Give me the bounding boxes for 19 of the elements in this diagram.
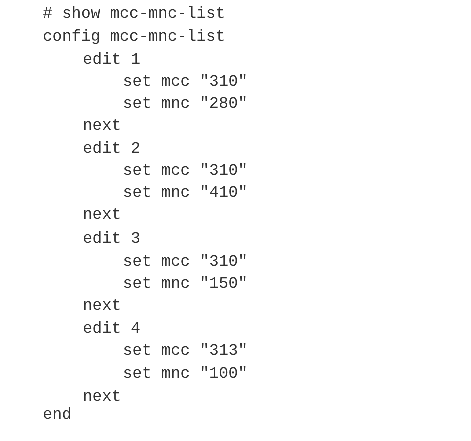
- code-line: # show mcc-mnc-list: [43, 5, 226, 23]
- code-line: edit 2: [83, 140, 141, 158]
- code-line: edit 1: [83, 51, 141, 69]
- code-line: set mcc "310": [123, 162, 248, 180]
- code-line: set mnc "100": [123, 365, 248, 383]
- code-line: edit 4: [83, 320, 141, 338]
- code-line: next: [83, 297, 122, 315]
- code-line: set mcc "310": [123, 73, 248, 91]
- code-line: config mcc-mnc-list: [43, 28, 226, 46]
- code-line: set mnc "410": [123, 184, 248, 202]
- code-line: set mnc "280": [123, 95, 248, 113]
- code-line: next: [83, 117, 122, 135]
- code-line: next: [83, 206, 122, 224]
- code-line: edit 3: [83, 230, 141, 248]
- code-line: set mcc "310": [123, 253, 248, 271]
- code-line: set mnc "150": [123, 275, 248, 293]
- code-line: end: [43, 406, 72, 424]
- code-line: next: [83, 388, 122, 406]
- code-line: set mcc "313": [123, 342, 248, 360]
